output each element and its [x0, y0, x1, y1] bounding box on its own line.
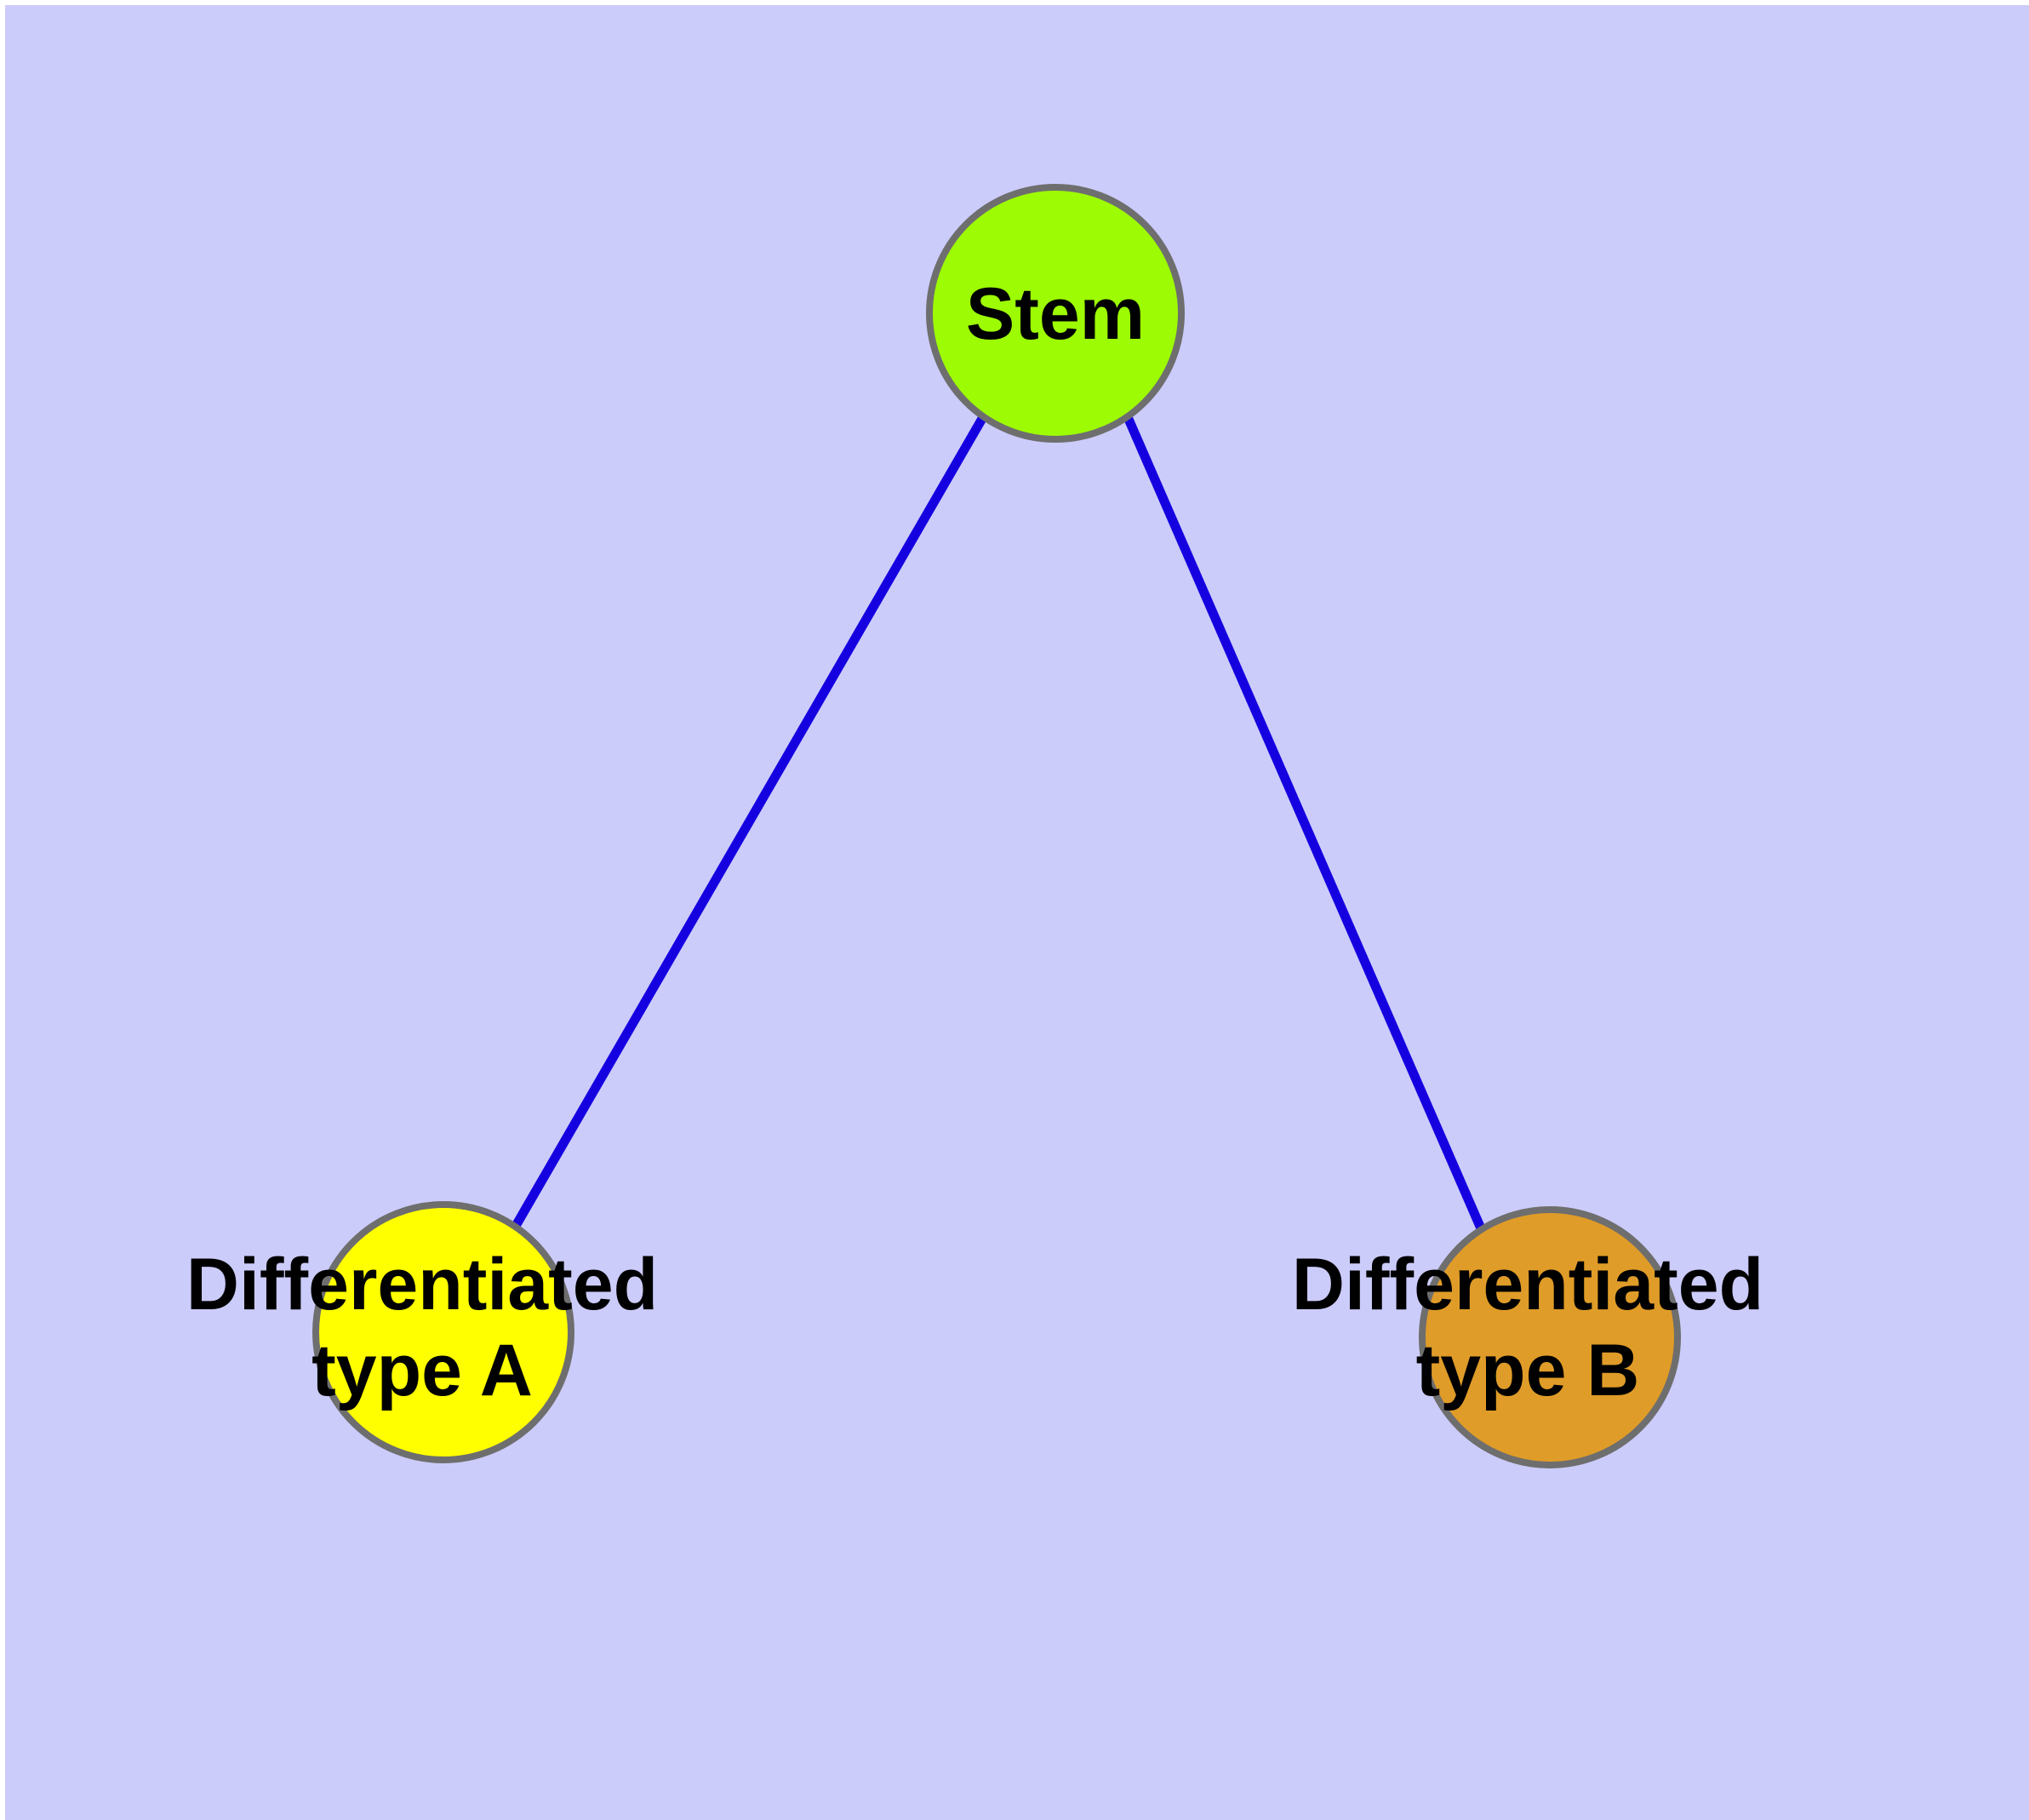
node-differentiated-type-a[interactable]: Differentiated type A: [186, 1201, 658, 1463]
edge-stem-to-differentiated-type-b[interactable]: [1123, 415, 1486, 1231]
node-differentiated-type-b[interactable]: Differentiated type B: [1292, 1206, 1763, 1468]
node-differentiated-type-b-label-line-1: Differentiated: [1292, 1244, 1763, 1325]
node-differentiated-type-a-label-line-2: type A: [311, 1330, 533, 1411]
node-stem[interactable]: Stem: [926, 184, 1185, 443]
node-differentiated-type-b-circle[interactable]: [1419, 1206, 1681, 1468]
node-differentiated-type-a-circle[interactable]: [312, 1201, 574, 1463]
node-stem-label-line-1: Stem: [966, 273, 1145, 355]
edge-group: [512, 415, 1486, 1231]
node-differentiated-type-a-label-line-1: Differentiated: [186, 1244, 658, 1325]
node-differentiated-type-b-label-line-2: type B: [1416, 1330, 1640, 1411]
edge-stem-to-differentiated-type-a[interactable]: [512, 415, 987, 1228]
node-stem-circle[interactable]: [926, 184, 1185, 443]
